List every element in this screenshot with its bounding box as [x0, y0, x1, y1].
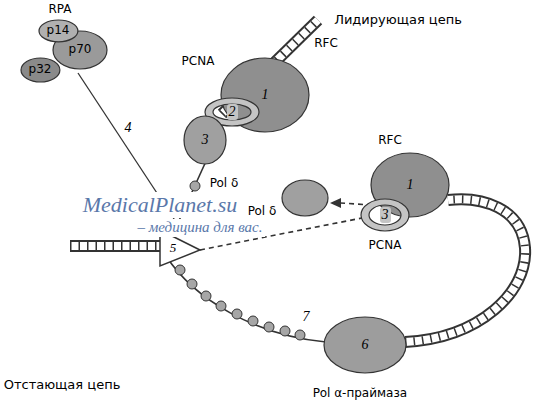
ellipse-shape [39, 20, 78, 42]
rpa-bead [248, 316, 258, 326]
text-holder: p14 [38, 19, 79, 43]
complex-name: RPA [48, 3, 71, 17]
watermark: MedicalPlanet.su [81, 192, 240, 217]
text-holder: 6 [323, 316, 407, 374]
dna-duplex [405, 199, 525, 342]
rpa-bead [175, 265, 185, 275]
callout-number: 3 [200, 132, 211, 148]
text-holder: 3 [183, 115, 227, 165]
dna-duplex [405, 199, 525, 342]
rpa-subunit: p32 [20, 57, 61, 83]
watermark: – медицина для вас. [135, 219, 264, 236]
ellipse-shape [21, 58, 60, 82]
dna-duplex [405, 199, 525, 342]
callout-number: 3 [380, 207, 391, 223]
callout-number: 6 [360, 337, 371, 353]
protein-name: Pol α-праймаза [313, 387, 407, 401]
polymerase-delta [282, 180, 328, 216]
ellipse-shape [184, 116, 226, 164]
rpa-bead [232, 309, 242, 319]
protein-name: PCNA [182, 55, 215, 69]
ellipse-shape [324, 317, 406, 373]
callout-number: 7 [303, 309, 310, 325]
arrow-head [330, 198, 341, 208]
protein-name: RFC [378, 134, 402, 148]
rpa-subunit: p14 [38, 19, 79, 43]
subunit-name: p70 [67, 43, 94, 57]
rpa-bead [216, 301, 226, 311]
callout-number: 2 [227, 104, 238, 120]
rpa-bead [280, 326, 290, 336]
ring-shape [361, 199, 409, 231]
dna-duplex [70, 242, 162, 250]
dna-duplex [70, 240, 162, 252]
subunit-name: p14 [45, 24, 72, 38]
callout-number: 1 [260, 87, 271, 103]
dna-duplex [70, 242, 162, 250]
callout-number: 4 [125, 120, 132, 136]
rpa-bead [190, 181, 200, 191]
dna-duplex [70, 20, 525, 342]
subunit-name: p32 [27, 63, 54, 77]
pcna-ring: 3 [360, 198, 410, 232]
protein-name: RFC [314, 37, 338, 51]
rpa-bead [295, 330, 305, 340]
text-holder: 3 [360, 198, 410, 232]
protein-name: Pol δ [210, 177, 239, 191]
strand-name: Отстающая цепь [4, 378, 121, 393]
rpa-bead [187, 279, 197, 289]
protein-name: PCNA [369, 239, 402, 253]
rpa-bead [264, 322, 274, 332]
rpa-bead [201, 291, 211, 301]
polymerase-alpha-primase: 6 [323, 316, 407, 374]
text-holder: p32 [20, 57, 61, 83]
callout-number: 5 [170, 241, 177, 256]
protein-name: Pol δ [248, 205, 277, 219]
callout-number: 1 [405, 177, 416, 193]
polymerase-delta: 3 [183, 115, 227, 165]
strand-name: Лидирующая цепь [334, 13, 462, 28]
single-strand [166, 256, 326, 342]
